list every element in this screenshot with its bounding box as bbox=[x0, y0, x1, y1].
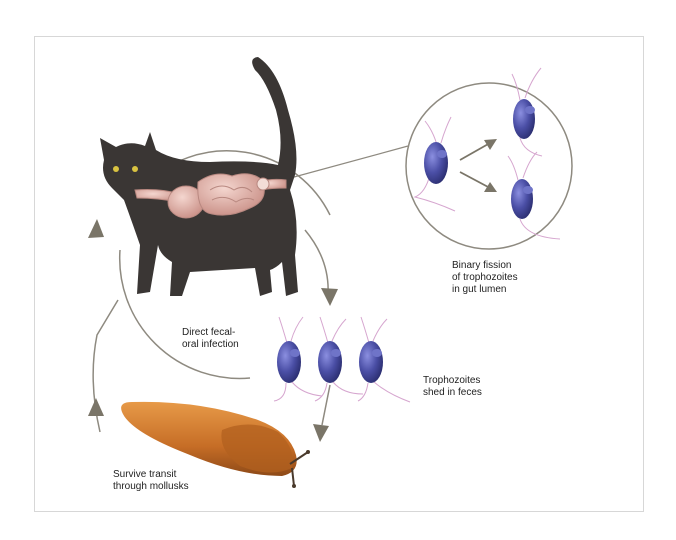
cat-illustration bbox=[100, 57, 298, 296]
arrowhead-left-lower bbox=[88, 398, 104, 416]
magnifier-pointer bbox=[271, 145, 409, 184]
shed-trophozoite-3 bbox=[357, 316, 411, 403]
label-trophozoites-shed: Trophozoites shed in feces bbox=[423, 375, 482, 398]
fission-arrows bbox=[459, 139, 497, 192]
label-binary-fission: Binary fission of trophozoites in gut lu… bbox=[452, 260, 518, 295]
shed-to-slug-path bbox=[321, 384, 331, 426]
slug-illustration bbox=[121, 401, 310, 488]
shed-trophozoite-2 bbox=[314, 316, 364, 402]
label-mollusks: Survive transit through mollusks bbox=[113, 469, 189, 492]
cat-intestine bbox=[134, 173, 287, 219]
arrowhead-left-upper bbox=[88, 219, 104, 238]
trophozoite-daughter-top bbox=[511, 67, 543, 157]
trophozoite-parent bbox=[413, 116, 456, 212]
arrowhead-right bbox=[321, 288, 338, 306]
shed-trophozoite-1 bbox=[273, 316, 323, 402]
trophozoite-daughter-bottom bbox=[507, 151, 561, 240]
arrowhead-shed bbox=[313, 424, 329, 442]
label-direct-infection: Direct fecal- oral infection bbox=[182, 327, 239, 350]
